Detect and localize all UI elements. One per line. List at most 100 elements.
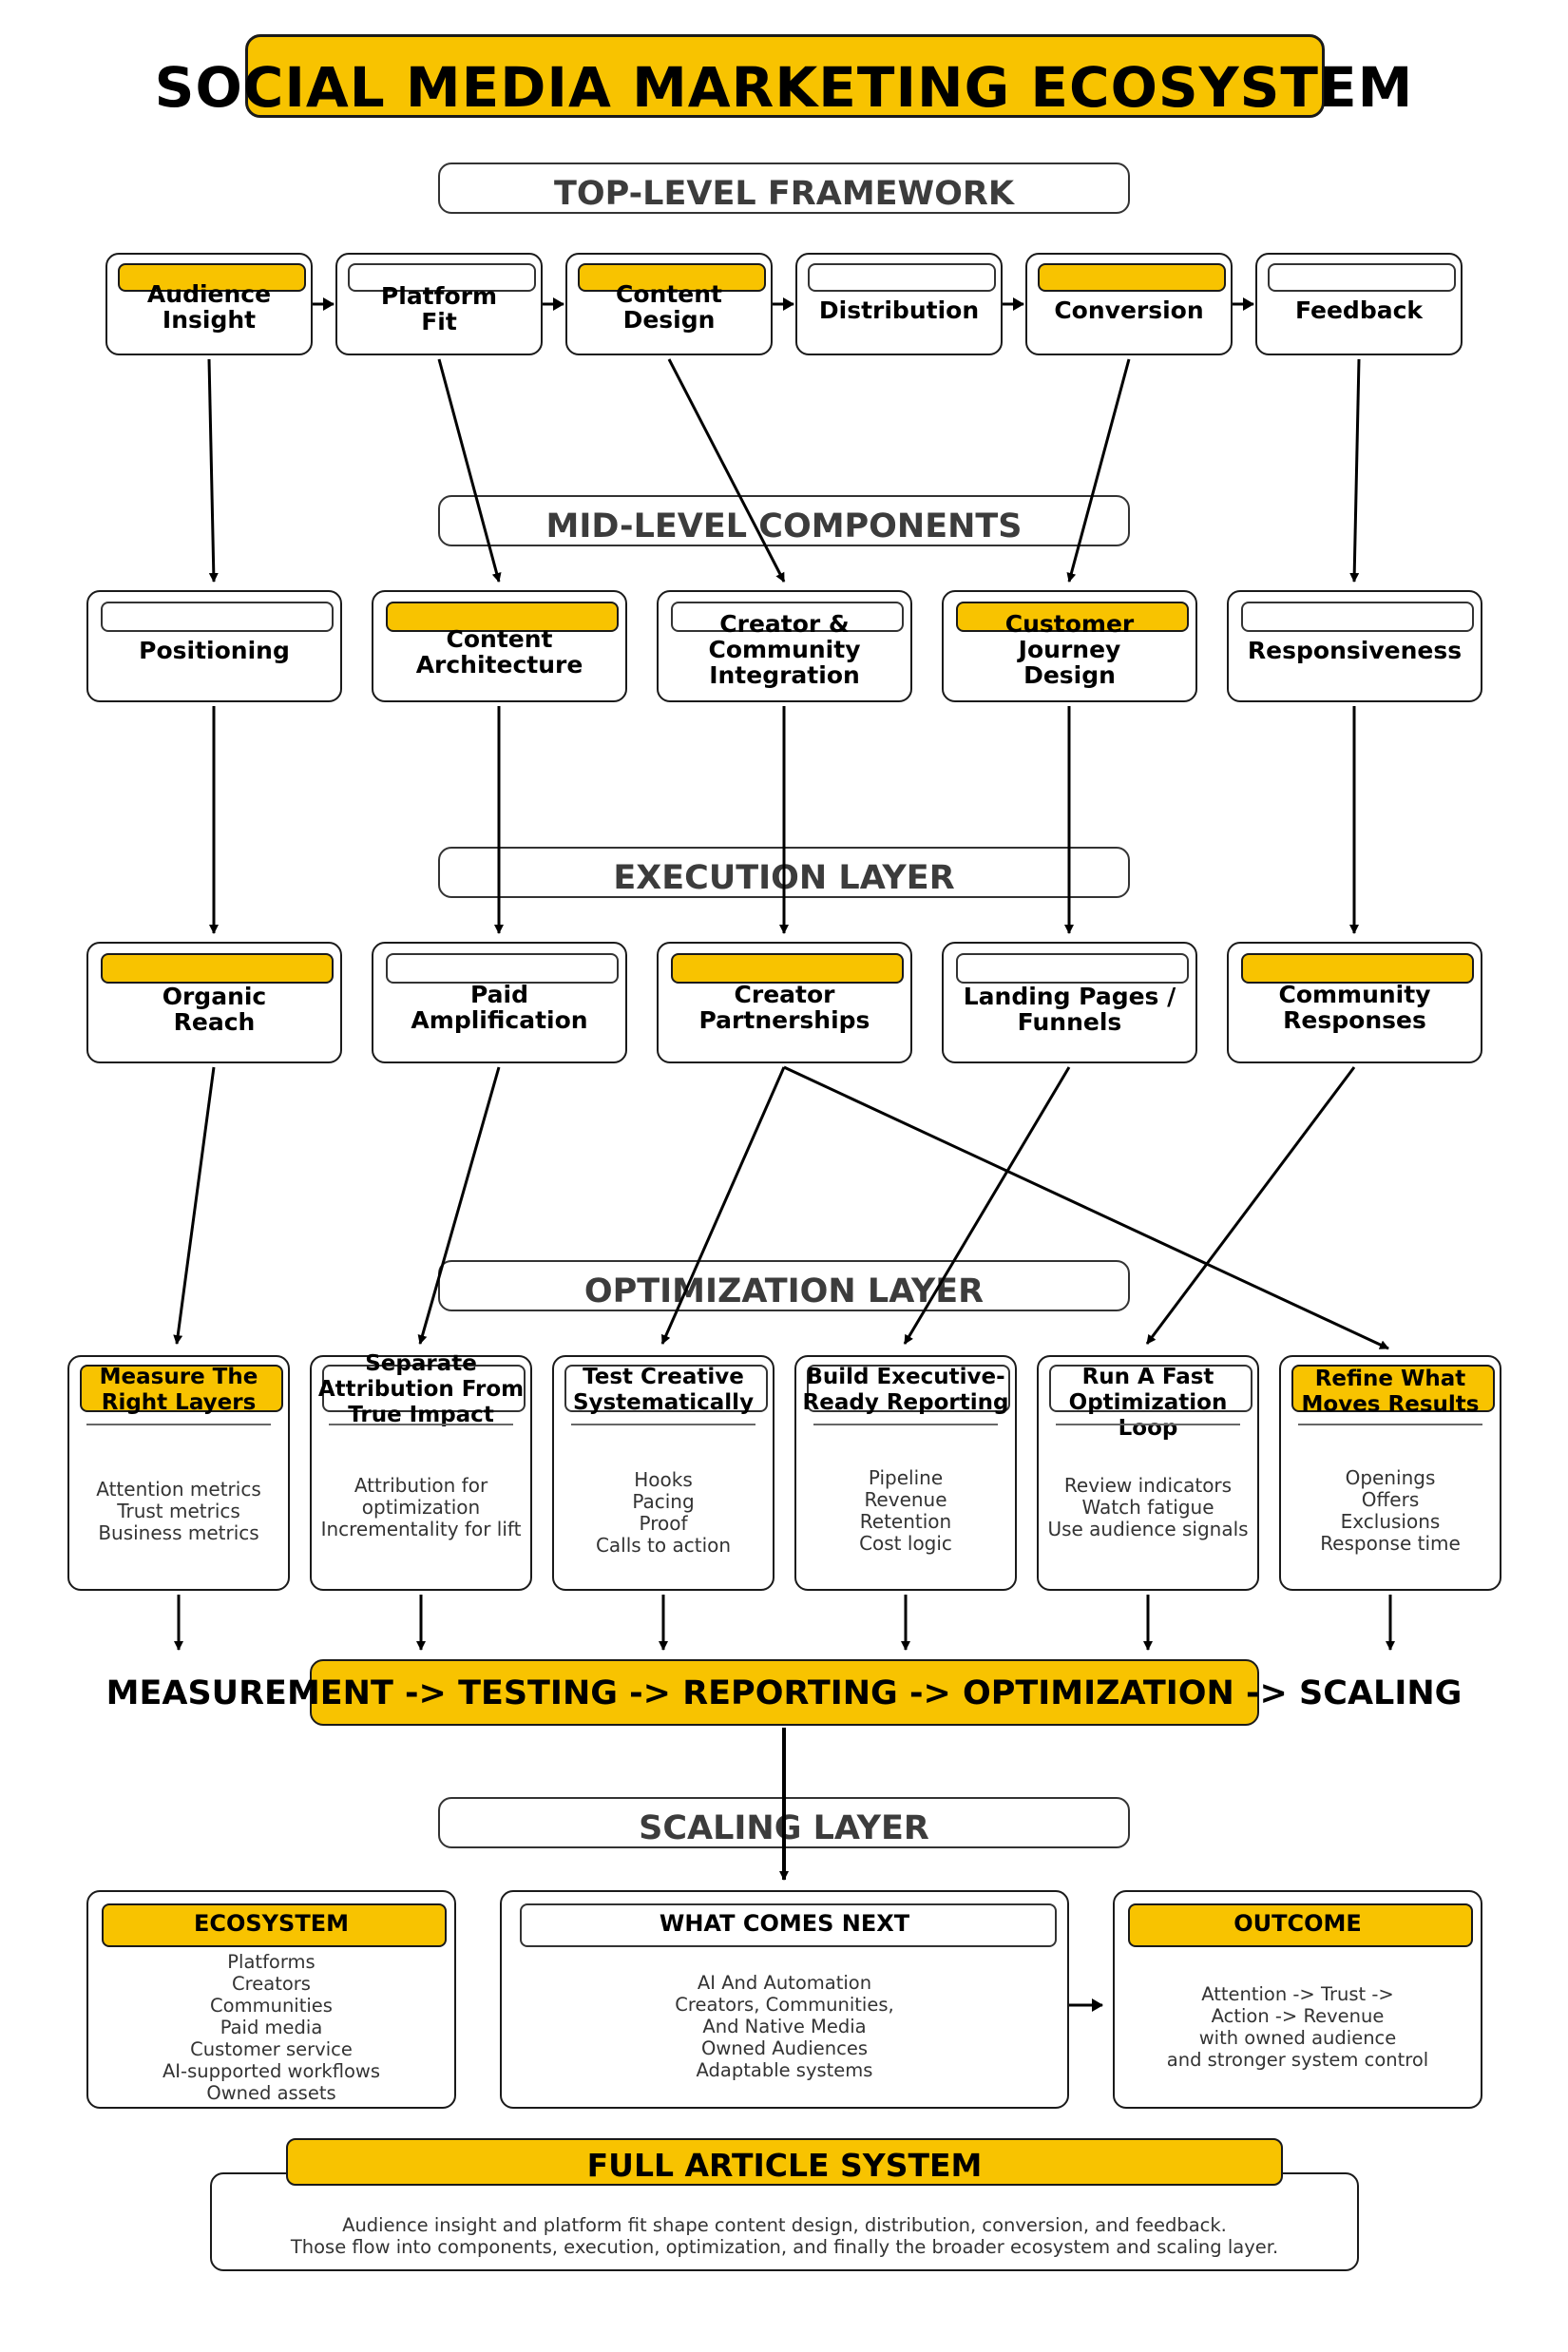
node-tab (1038, 263, 1226, 292)
full-article-banner (286, 2138, 1283, 2186)
card-title: Refine What Moves Results (1301, 1367, 1480, 1417)
node-tab (578, 263, 766, 292)
node-tab (386, 953, 619, 984)
node-label: Audience Insight (146, 280, 272, 334)
node-tab (671, 953, 904, 984)
card-body: Pipeline Revenue Retention Cost logic (796, 1467, 1015, 1555)
exec-node-creator-partnerships: Creator Partnerships (657, 942, 912, 1063)
connector-arrow (1066, 358, 1131, 583)
node-label: Positioning (139, 637, 290, 664)
card-item: Offers (1361, 1488, 1420, 1511)
card-divider (86, 1424, 271, 1425)
node-tab (956, 602, 1189, 632)
connector-arrow (437, 358, 502, 583)
connector-arrow (667, 358, 786, 583)
card-divider (571, 1424, 755, 1425)
card-tab (1291, 1365, 1495, 1412)
card-divider (1298, 1424, 1482, 1425)
exec-node-community-responses: Community Responses (1227, 942, 1482, 1063)
section-top-frame (438, 163, 1130, 214)
card-title: Run A Fast Optimization Loop (1068, 1365, 1228, 1441)
card-title: ECOSYSTEM (193, 1910, 349, 1937)
card-item: Customer service (190, 2038, 353, 2060)
card-item: Exclusions (1340, 1510, 1441, 1533)
card-item: Incrementality for lift (320, 1518, 522, 1540)
node-label: Content Design (616, 280, 722, 334)
card-item: Owned Audiences (701, 2037, 868, 2059)
card-tab (80, 1365, 283, 1412)
node-tab (808, 263, 996, 292)
card-item: with owned audience (1198, 2027, 1397, 2049)
connector-arrow (1145, 1066, 1356, 1345)
node-label: Paid Amplification (411, 981, 588, 1034)
opt-card-measure: Measure The Right Layers Attention metri… (67, 1355, 290, 1591)
node-label: Organic Reach (162, 983, 267, 1036)
mid-node-positioning: Positioning (86, 590, 342, 702)
card-item: optimization (361, 1496, 481, 1519)
node-label: Responsiveness (1247, 637, 1463, 664)
card-tab (807, 1365, 1010, 1412)
connector-arrow (1349, 358, 1361, 583)
top-node-audience-insight: Audience Insight (105, 253, 313, 355)
mid-node-creator-community: Creator & Community Integration (657, 590, 912, 702)
card-item: Revenue (864, 1488, 947, 1511)
node-label: Feedback (1294, 296, 1424, 324)
card-item: Cost logic (859, 1532, 952, 1555)
card-title: Measure The Right Layers (99, 1365, 258, 1415)
connector-arrow (173, 1066, 216, 1345)
card-item: Proof (639, 1512, 688, 1535)
exec-node-landing-pages: Landing Pages / Funnels (942, 942, 1197, 1063)
card-body: Hooks Pacing Proof Calls to action (554, 1469, 773, 1557)
card-tab (102, 1903, 447, 1947)
card-body: Attention metrics Trust metrics Business… (69, 1479, 288, 1544)
card-item: Business metrics (98, 1521, 259, 1544)
node-label: Creator Partnerships (698, 981, 870, 1034)
node-tab (1241, 602, 1474, 632)
card-item: Watch fatigue (1081, 1496, 1214, 1519)
card-divider (329, 1424, 513, 1425)
card-item: And Native Media (702, 2016, 867, 2037)
top-node-conversion: Conversion (1025, 253, 1233, 355)
opt-card-refine: Refine What Moves Results Openings Offer… (1279, 1355, 1501, 1591)
connector-arrow (903, 1066, 1071, 1345)
card-divider (813, 1424, 998, 1425)
top-node-feedback: Feedback (1255, 253, 1463, 355)
node-label: Distribution (818, 296, 980, 324)
exec-node-organic-reach: Organic Reach (86, 942, 342, 1063)
card-body: Attribution for optimization Incremental… (312, 1475, 530, 1540)
card-tab (564, 1365, 768, 1412)
card-tab (322, 1365, 526, 1412)
card-tab (1049, 1365, 1252, 1412)
card-body: Openings Offers Exclusions Response time (1281, 1467, 1500, 1555)
page-title: SOCIAL MEDIA MARKETING ECOSYSTEM (154, 55, 1414, 120)
section-mid-frame (438, 495, 1130, 546)
full-article-line: Those flow into components, execution, o… (290, 2236, 1279, 2258)
card-tab (520, 1903, 1057, 1947)
full-article-line: Audience insight and platform fit shape … (342, 2214, 1227, 2236)
card-item: Openings (1345, 1466, 1436, 1489)
top-node-distribution: Distribution (795, 253, 1003, 355)
node-label: Community Responses (1278, 981, 1431, 1034)
card-item: Platforms (227, 1951, 316, 1973)
mid-node-customer-journey: Customer Journey Design (942, 590, 1197, 702)
card-item: Pipeline (868, 1466, 944, 1489)
card-item: Communities (210, 1995, 333, 2017)
pipeline-label: MEASUREMENT -> TESTING -> REPORTING -> O… (105, 1674, 1463, 1712)
card-item: Use audience signals (1047, 1518, 1249, 1540)
card-item: Response time (1320, 1532, 1461, 1555)
node-label: Creator & Community Integration (708, 610, 861, 689)
card-title: Separate Attribution From True Impact (317, 1351, 525, 1427)
card-item: Action -> Revenue (1211, 2005, 1385, 2027)
section-top-label: TOP-LEVEL FRAMEWORK (553, 175, 1014, 213)
card-item: Pacing (632, 1490, 695, 1513)
opt-card-optimization-loop: Run A Fast Optimization Loop Review indi… (1037, 1355, 1259, 1591)
card-item: Paid media (220, 2017, 323, 2038)
card-title: OUTCOME (1233, 1910, 1362, 1937)
node-tab (101, 602, 334, 632)
card-item: Attention metrics (96, 1478, 261, 1501)
card-item: and stronger system control (1166, 2049, 1429, 2071)
scaling-card-outcome: OUTCOME Attention -> Trust -> Action -> … (1113, 1890, 1482, 2109)
connector-arrow (660, 1066, 786, 1345)
card-item: AI-supported workflows (162, 2060, 381, 2082)
node-tab (348, 263, 536, 292)
